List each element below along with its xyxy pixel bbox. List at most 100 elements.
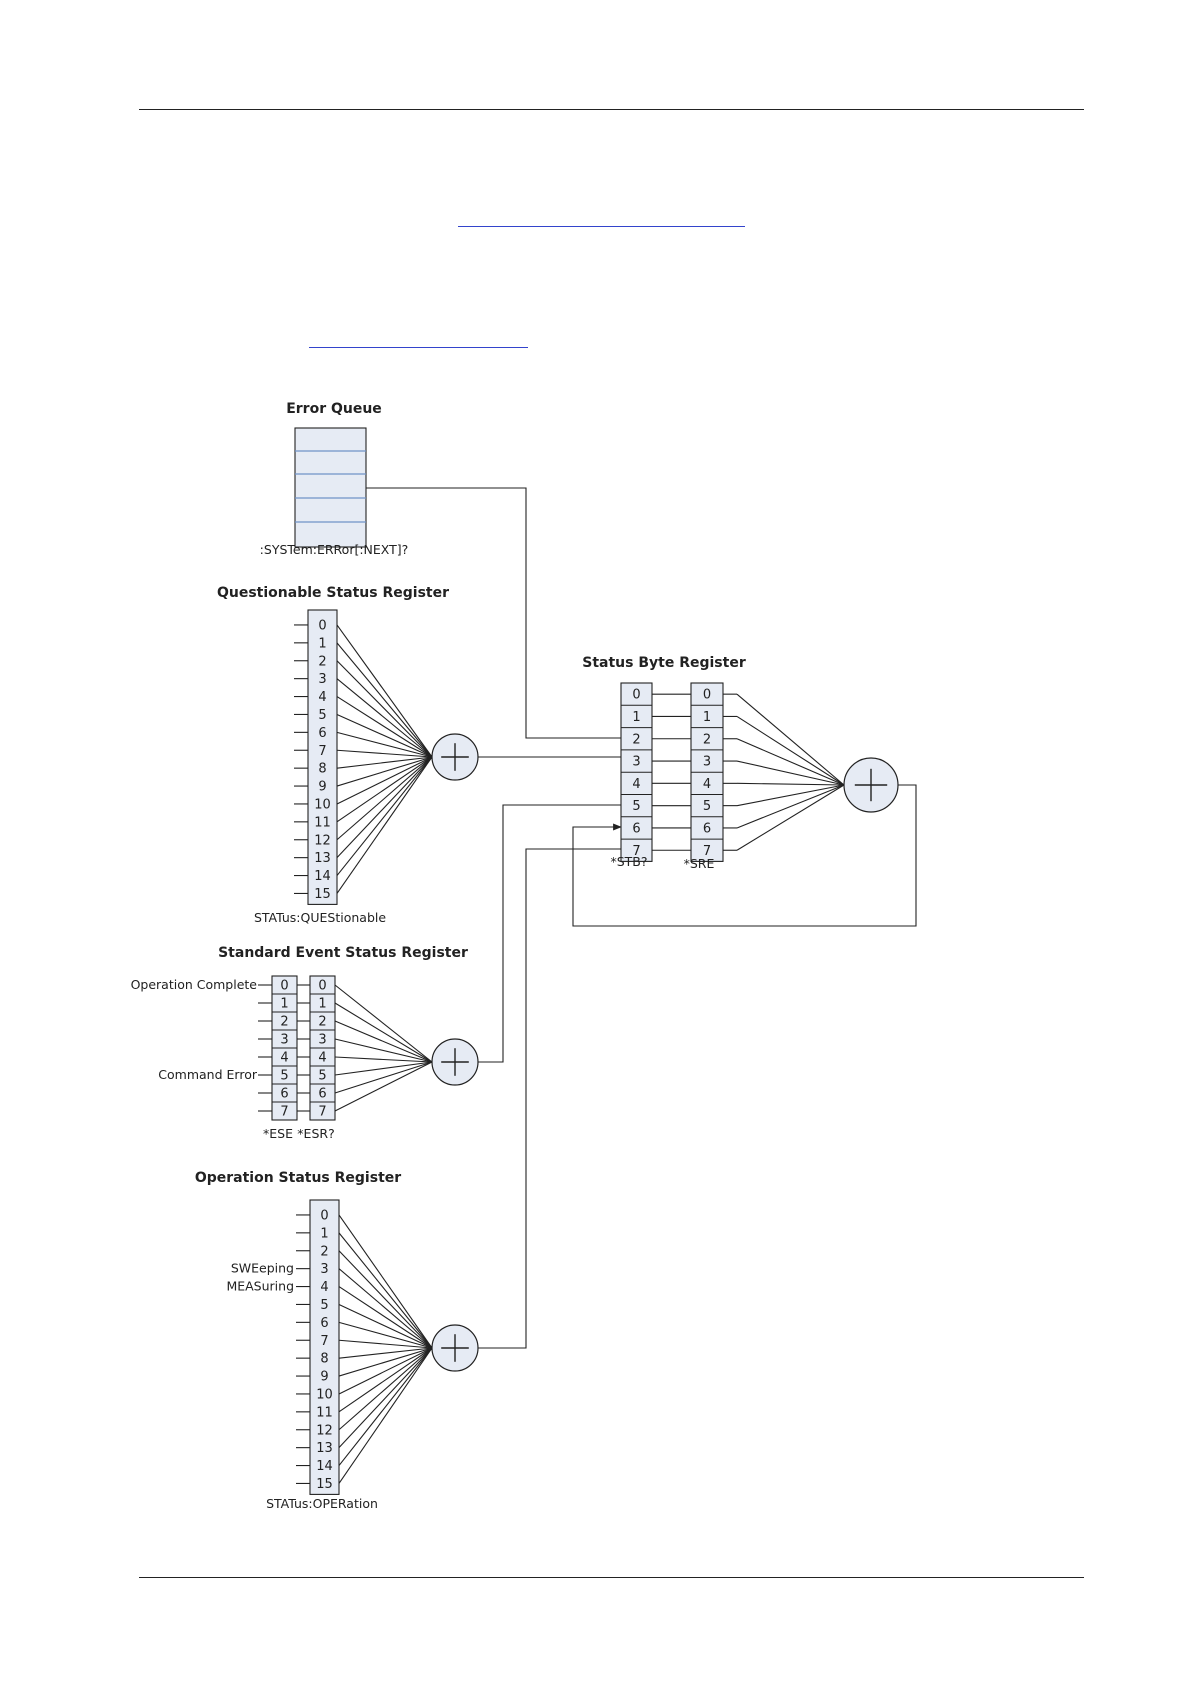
questionable-bit-3: 3 (318, 672, 326, 687)
operation-bit-7: 7 (320, 1334, 328, 1349)
questionable-fanin-line (336, 624, 433, 758)
operation-bit-5: 5 (320, 1298, 328, 1313)
esr-bit-0: 0 (318, 979, 326, 994)
operation-fanin-line (338, 1347, 433, 1413)
operation-fanin-line (338, 1232, 433, 1349)
operation-bit-0: 0 (320, 1208, 328, 1223)
questionable-bit-14: 14 (314, 869, 331, 884)
error-queue-title: Error Queue (286, 401, 382, 417)
sre-fanin-line (736, 715, 845, 786)
sre-fanin-line (736, 738, 845, 786)
operation-fanin-line (338, 1321, 433, 1349)
esr-bit-2: 2 (318, 1015, 326, 1030)
sre-fanin-line (736, 693, 845, 786)
operation-bit-12: 12 (316, 1423, 333, 1438)
questionable-bit-13: 13 (314, 851, 331, 866)
standard-event-fanin-line (334, 1020, 433, 1063)
summary-feedback-line (572, 784, 917, 927)
questionable-fanin-line (336, 660, 433, 758)
error-queue-query: :SYSTem:ERRor[:NEXT]? (260, 542, 409, 557)
hyperlink-underline[interactable] (458, 226, 745, 227)
operation-query: STATus:OPERation (266, 1496, 378, 1511)
stb-bit-2: 2 (632, 732, 640, 747)
stb-label: *STB? (610, 854, 647, 869)
operation-bit-13: 13 (316, 1441, 333, 1456)
questionable-bit-6: 6 (318, 726, 326, 741)
questionable-bit-7: 7 (318, 744, 326, 759)
esr-bit-6: 6 (318, 1087, 326, 1102)
stb-bit-3: 3 (632, 755, 640, 770)
operation-fanin-line (338, 1347, 433, 1359)
operation-fanin-line (338, 1214, 433, 1349)
operation-fanin-line (338, 1250, 433, 1349)
esr-bit-1: 1 (318, 997, 326, 1012)
operation-input-label: SWEeping (231, 1261, 294, 1276)
questionable-fanin-line (336, 756, 433, 823)
questionable-register-box (307, 609, 338, 905)
ese-bit-0: 0 (280, 979, 288, 994)
ese-bit-7: 7 (280, 1105, 288, 1120)
questionable-bit-1: 1 (318, 636, 326, 651)
sre-bit-6: 6 (703, 821, 711, 836)
standard-event-input-label: Command Error (158, 1067, 258, 1082)
operation-bit-15: 15 (316, 1477, 333, 1492)
stb-bit-7: 7 (632, 844, 640, 859)
questionable-fanin-line (336, 642, 433, 758)
standard-event-fanin-line (334, 1061, 433, 1112)
questionable-title: Questionable Status Register (217, 585, 449, 601)
esr-label: *ESR? (297, 1126, 334, 1141)
esr-bit-5: 5 (318, 1069, 326, 1084)
hyperlink-underline[interactable] (309, 347, 528, 348)
footer-rule (139, 1577, 1084, 1578)
standard-event-fanin-line (334, 1056, 433, 1063)
questionable-fanin-line (336, 749, 433, 758)
questionable-fanin-line (336, 696, 433, 758)
ese-label: *ESE (263, 1126, 293, 1141)
standard-event-fanin-line (334, 1061, 433, 1076)
esr-bit-7: 7 (318, 1105, 326, 1120)
stb-bit-6: 6 (632, 821, 640, 836)
operation-input-label: MEASuring (226, 1279, 294, 1294)
stb-bit-5: 5 (632, 799, 640, 814)
esr-bit-4: 4 (318, 1051, 326, 1066)
questionable-bit-0: 0 (318, 618, 326, 633)
standard-event-to-stb-line (478, 804, 621, 1063)
questionable-fanin-line (336, 731, 433, 758)
sre-label: *SRE (684, 856, 715, 871)
operation-bit-9: 9 (320, 1370, 328, 1385)
questionable-fanin-line (336, 713, 433, 758)
operation-fanin-line (338, 1347, 433, 1431)
standard-event-fanin-line (334, 1002, 433, 1063)
questionable-fanin-line (336, 756, 433, 841)
ese-bit-2: 2 (280, 1015, 288, 1030)
sre-bit-2: 2 (703, 732, 711, 747)
operation-bit-3: 3 (320, 1262, 328, 1277)
standard-event-fanin-line (334, 1061, 433, 1094)
questionable-bit-2: 2 (318, 654, 326, 669)
ese-bit-5: 5 (280, 1069, 288, 1084)
questionable-bit-4: 4 (318, 690, 326, 705)
sre-bit-5: 5 (703, 799, 711, 814)
sre-fanin-line (736, 784, 845, 851)
sre-bit-3: 3 (703, 755, 711, 770)
questionable-bit-10: 10 (314, 797, 331, 812)
operation-register-box (309, 1199, 340, 1495)
questionable-fanin-line (336, 678, 433, 758)
operation-fanin-line (338, 1347, 433, 1449)
questionable-query: STATus:QUEStionable (254, 910, 386, 925)
sre-fanin-line (736, 760, 845, 786)
operation-bit-11: 11 (316, 1405, 333, 1420)
ese-bit-4: 4 (280, 1051, 288, 1066)
standard-event-input-label: Operation Complete (131, 977, 258, 992)
sre-bit-7: 7 (703, 844, 711, 859)
operation-fanin-line (338, 1347, 433, 1466)
questionable-fanin-line (336, 756, 433, 876)
esr-bit-3: 3 (318, 1033, 326, 1048)
ese-bit-1: 1 (280, 997, 288, 1012)
error-queue-to-stb-line (366, 487, 621, 739)
questionable-bit-9: 9 (318, 780, 326, 795)
operation-fanin-line (338, 1347, 433, 1377)
operation-bit-6: 6 (320, 1316, 328, 1331)
status-byte-title: Status Byte Register (582, 655, 746, 671)
